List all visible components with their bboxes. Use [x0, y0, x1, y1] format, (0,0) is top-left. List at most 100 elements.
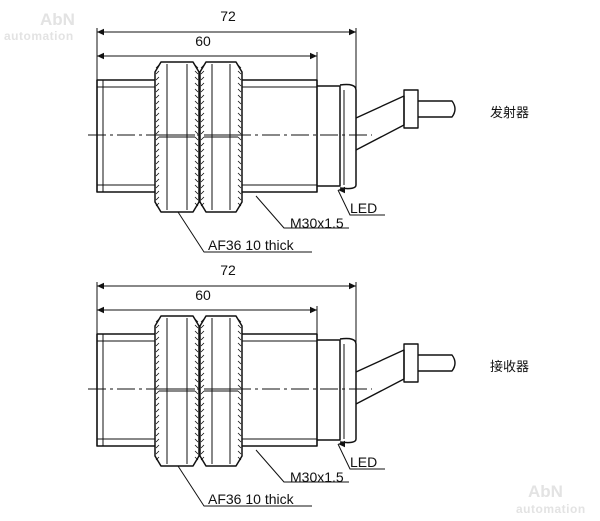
knurl-tooth [155, 196, 199, 201]
knurl-tooth [200, 414, 242, 419]
knurl-tooth [155, 70, 199, 75]
knurl-tooth [155, 202, 199, 207]
knurl-tooth [155, 384, 199, 389]
knurl-tooth [155, 330, 199, 335]
knurl-tooth [200, 118, 242, 123]
knurl-tooth [155, 106, 199, 111]
knurl-tooth [200, 360, 242, 365]
knurl-tooth [200, 396, 242, 401]
knurl-tooth [155, 318, 199, 323]
knurl-tooth [200, 342, 242, 347]
dimension-arrow [349, 282, 356, 290]
knurl-tooth [200, 384, 242, 389]
knurl-tooth [155, 348, 199, 353]
knurl-tooth [200, 348, 242, 353]
knurl-tooth [200, 426, 242, 431]
knurl-tooth [155, 88, 199, 93]
body-length-label: 60 [195, 33, 211, 49]
knurl-tooth [155, 360, 199, 365]
overall-length-label: 72 [220, 8, 236, 24]
knurl-tooth [155, 178, 199, 183]
led-lens [339, 337, 357, 444]
knurl-tooth [200, 76, 242, 81]
knurl-tooth [200, 402, 242, 407]
knurl-tooth [200, 408, 242, 413]
sensor-body [96, 79, 318, 193]
knurl-tooth [155, 166, 199, 171]
knurl-tooth [155, 172, 199, 177]
led-lens [339, 83, 357, 190]
knurl-tooth [200, 190, 242, 195]
knurl-tooth [200, 438, 242, 443]
knurl-tooth [200, 70, 242, 75]
knurl-tooth [200, 366, 242, 371]
led-leader [337, 189, 385, 216]
leader-arrow [338, 186, 345, 194]
knurl-tooth [155, 148, 199, 153]
body-length-label: 60 [195, 287, 211, 303]
led-label: LED [350, 454, 377, 470]
knurl-tooth [155, 190, 199, 195]
knurl-tooth [155, 366, 199, 371]
sensor-view-receiver: 72 60 LED M30x1.5 AF36 10 thick 接收器 [88, 262, 529, 507]
knurl-tooth [200, 130, 242, 135]
thread-label: M30x1.5 [290, 215, 344, 231]
dimension-arrow [97, 306, 104, 314]
watermark-bottom-right: AbN automation [516, 482, 585, 516]
knurl-tooth [200, 166, 242, 171]
knurl-tooth [155, 408, 199, 413]
knurl-tooth [200, 142, 242, 147]
knurl-tooth [200, 112, 242, 117]
knurl-tooth [155, 118, 199, 123]
knurl-tooth [155, 76, 199, 81]
knurl-tooth [200, 178, 242, 183]
knurl-tooth [200, 64, 242, 69]
knurl-tooth [200, 330, 242, 335]
led-leader [337, 443, 385, 470]
knurl-tooth [200, 432, 242, 437]
nut-inner-edge [211, 318, 231, 464]
thread-leader [255, 195, 349, 229]
overall-length-label: 72 [220, 262, 236, 278]
knurl-tooth [200, 148, 242, 153]
knurl-tooth [155, 456, 199, 461]
hex-nut-2 [199, 315, 243, 467]
knurl-tooth [155, 438, 199, 443]
knurl-tooth [155, 112, 199, 117]
knurl-tooth [155, 324, 199, 329]
knurl-tooth [200, 184, 242, 189]
knurl-tooth [155, 414, 199, 419]
rear-cap [317, 85, 341, 187]
knurl-tooth [155, 402, 199, 407]
knurl-tooth [200, 336, 242, 341]
knurl-tooth [155, 64, 199, 69]
dimension-arrow [349, 28, 356, 36]
rear-cap [317, 339, 341, 441]
nut-inner-edge [211, 64, 231, 210]
dimension-arrow [310, 306, 317, 314]
knurl-tooth [200, 88, 242, 93]
sensor-type-label: 接收器 [490, 359, 529, 375]
nut-inner-edge [166, 64, 188, 210]
knurl-tooth [155, 184, 199, 189]
thread-label: M30x1.5 [290, 469, 344, 485]
knurl-tooth [200, 420, 242, 425]
knurl-tooth [200, 172, 242, 177]
dimension-arrow [97, 28, 104, 36]
knurl-tooth [155, 336, 199, 341]
knurl-tooth [200, 154, 242, 159]
hex-nut-1 [154, 61, 200, 213]
nut-label: AF36 10 thick [208, 237, 295, 253]
thread-leader [255, 449, 349, 483]
knurl-tooth [200, 82, 242, 87]
knurl-tooth [200, 378, 242, 383]
knurl-tooth [155, 450, 199, 455]
knurl-tooth [155, 130, 199, 135]
cable-gland-nut [403, 343, 419, 383]
watermark-top-left: AbN automation [4, 10, 75, 43]
sensor-body [96, 333, 318, 447]
leader-arrow [338, 440, 345, 448]
cable-gland [355, 349, 405, 405]
knurl-tooth [155, 444, 199, 449]
